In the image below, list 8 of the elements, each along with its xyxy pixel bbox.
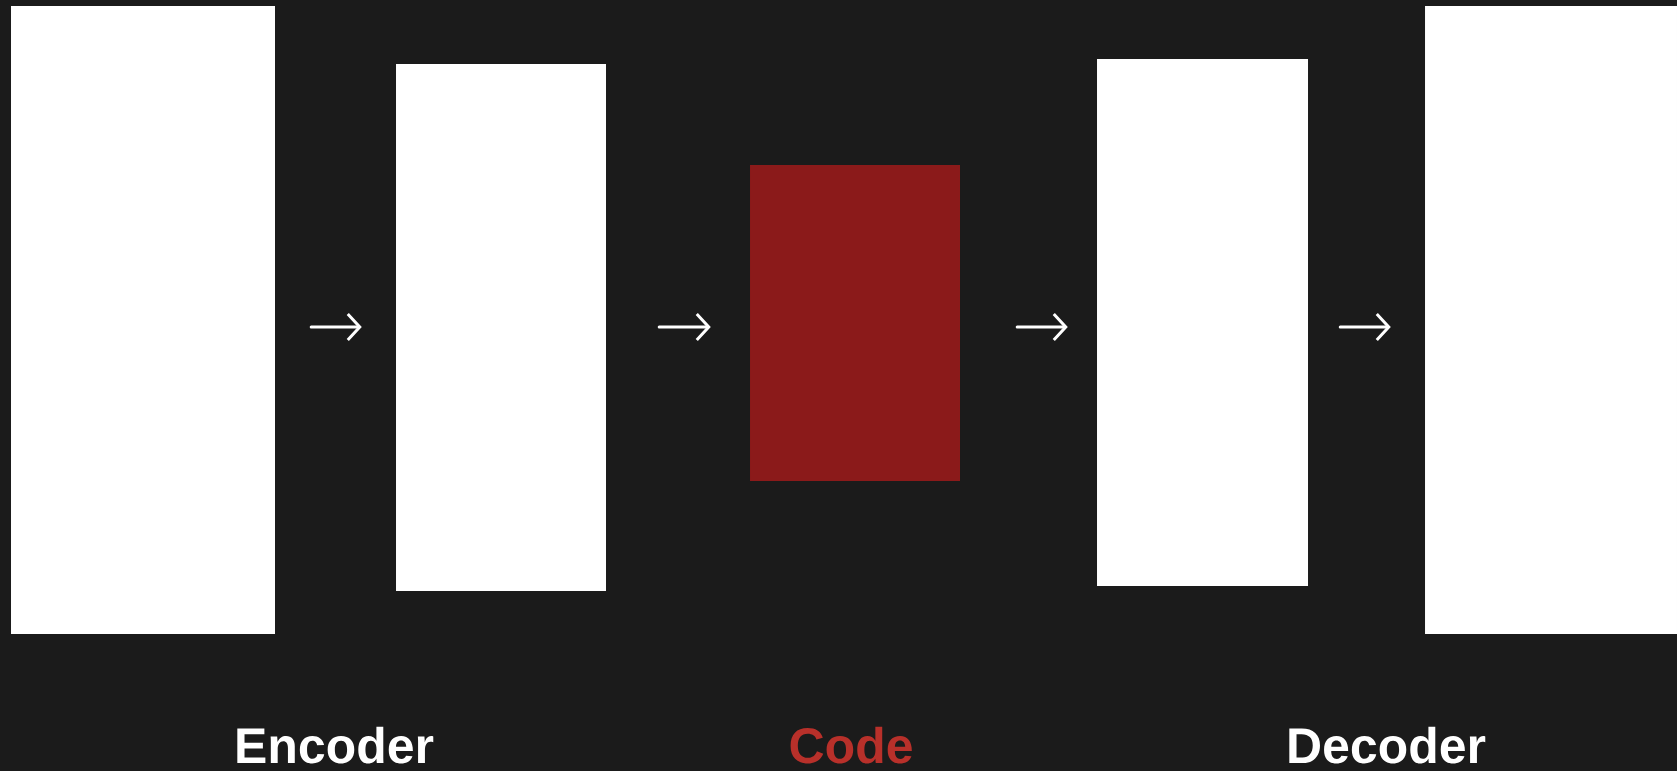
layer-box — [1097, 59, 1308, 586]
section-label: Encoder — [237, 726, 434, 764]
layer-box — [11, 6, 275, 634]
section-label: Code — [790, 726, 912, 764]
layer-box — [750, 165, 960, 481]
layer-box — [396, 64, 606, 591]
section-label: Decoder — [1289, 726, 1486, 764]
layer-box — [1425, 6, 1677, 634]
